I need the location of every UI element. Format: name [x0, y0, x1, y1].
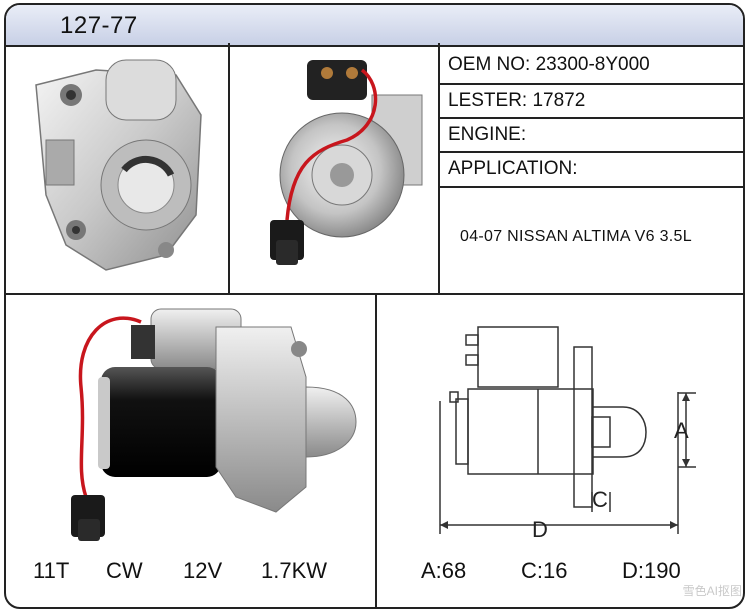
starter-side-photo — [71, 308, 357, 541]
spec-divider-3 — [438, 151, 745, 153]
grid-line-top-right — [438, 43, 440, 295]
part-number-title: 127-77 — [60, 12, 138, 39]
starter-rear-photo — [270, 60, 423, 265]
spec-row-engine: ENGINE: — [448, 124, 527, 145]
starter-front-photo — [35, 59, 202, 271]
dimension-drawing: A C D — [439, 326, 696, 542]
grid-line-bottom — [375, 293, 377, 609]
label-d: D — [532, 517, 548, 542]
dimension-d: D:190 — [622, 558, 681, 583]
spec-row-oem: OEM NO: 23300-8Y000 — [448, 54, 650, 75]
grid-line-top-left — [228, 43, 230, 295]
label-a: A — [674, 418, 689, 443]
spec-row-application: APPLICATION: — [448, 158, 578, 179]
spec-row-lester: LESTER: 17872 — [448, 90, 586, 111]
spec-divider-2 — [438, 117, 745, 119]
rating-power: 1.7KW — [261, 558, 328, 583]
watermark: 雪色AI抠图 — [682, 584, 742, 598]
rating-voltage: 12V — [183, 558, 223, 583]
rating-rotation: CW — [106, 558, 143, 583]
label-c: C — [592, 487, 608, 512]
spec-divider-1 — [438, 83, 745, 85]
dimension-c: C:16 — [521, 558, 568, 583]
application-value: 04-07 NISSAN ALTIMA V6 3.5L — [460, 228, 692, 245]
grid-line-middle — [4, 293, 745, 295]
dimension-a: A:68 — [421, 558, 467, 583]
spec-divider-4 — [438, 186, 745, 188]
title-bar: 127-77 — [6, 5, 743, 47]
rating-teeth: 11T — [33, 558, 70, 583]
